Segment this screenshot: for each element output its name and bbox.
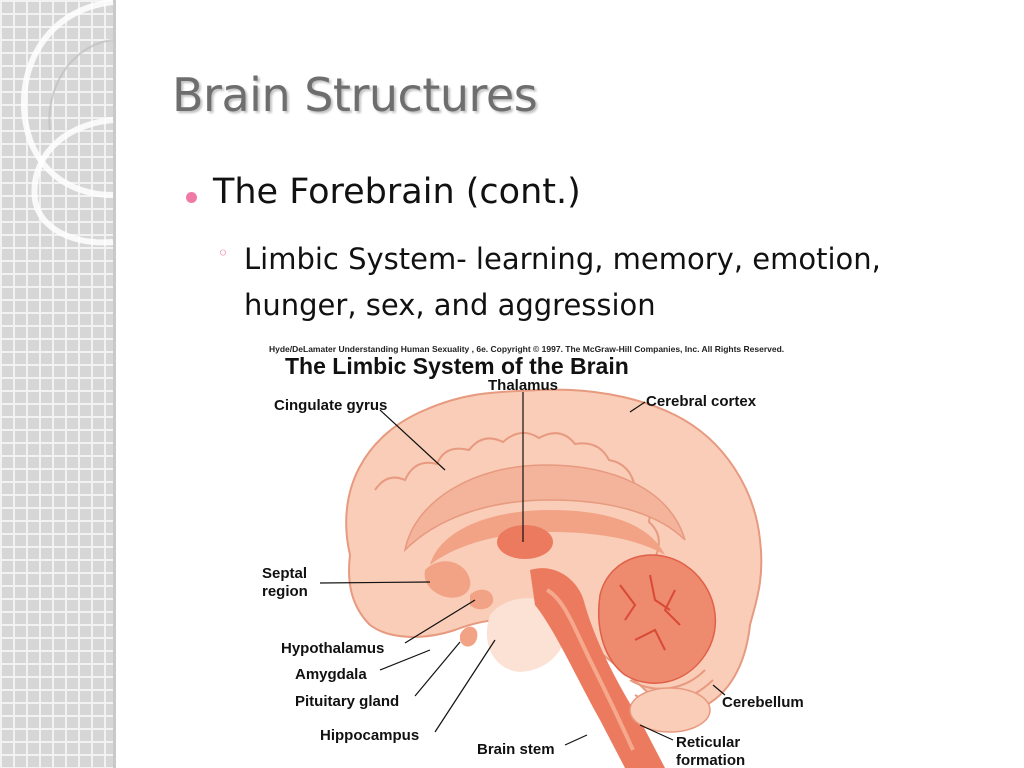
label-cerebellum: Cerebellum [722,694,804,711]
label-pituitary-gland: Pituitary gland [295,693,399,710]
side-divider [113,0,116,768]
reticular-formation-shape [545,588,635,751]
label-cerebral-cortex: Cerebral cortex [646,393,757,410]
label-reticular: Reticular [676,734,740,751]
figure-title: The Limbic System of the Brain [285,353,629,379]
septal-shape [424,561,471,598]
decorative-arcs [20,0,114,246]
sub-bullet-text: Limbic System- learning, memory, emotion… [244,242,881,322]
leader-lines [319,392,726,746]
cerebellum-arbor [619,574,681,651]
cerebellum-shape [598,554,717,684]
label-hippocampus: Hippocampus [320,727,419,744]
label-thalamus: Thalamus [488,377,558,394]
decorative-grid-strip [0,0,113,768]
label-region: region [262,583,308,600]
bullet-dot-icon [186,192,197,203]
gyri-lines [374,431,662,595]
pituitary-shape [460,626,478,647]
label-formation: formation [676,752,745,768]
label-brain-stem: Brain stem [477,741,555,758]
label-septal: Septal [262,565,307,582]
hypothalamus-shape [470,589,494,610]
sub-bullet-ring-icon: ◦ [217,241,229,265]
label-amygdala: Amygdala [295,666,367,683]
slide-title: Brain Structures [172,68,538,122]
brain-stem-shape [530,568,665,768]
label-hypothalamus: Hypothalamus [281,640,384,657]
brain-diagram: Hyde/DeLamater Understanding Human Sexua… [262,344,804,768]
label-cingulate-gyrus: Cingulate gyrus [274,397,387,414]
corpus-callosum [430,510,665,565]
thalamus-shape [497,525,553,559]
lower-cerebellum [629,687,711,733]
limbic-system-figure: Hyde/DeLamater Understanding Human Sexua… [255,340,825,768]
bullet-text: The Forebrain (cont.) [213,172,581,212]
cingulate-region [403,464,686,553]
figure-credit: Hyde/DeLamater Understanding Human Sexua… [269,344,784,354]
